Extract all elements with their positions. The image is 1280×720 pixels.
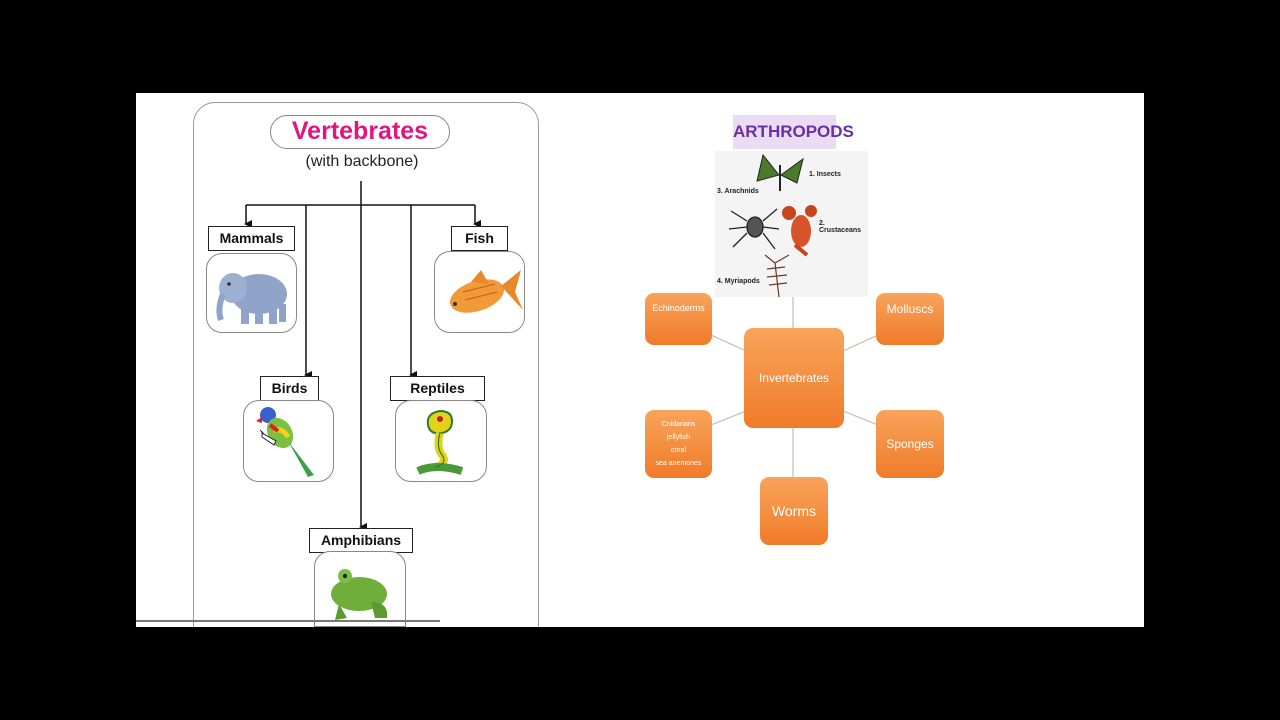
amphibians-label: Amphibians (309, 528, 413, 553)
invertebrates-center-node: Invertebrates (744, 328, 844, 428)
cnidarians-line-2: jellyfish (667, 434, 690, 441)
echinoderms-node: Echinoderms (645, 293, 712, 345)
crustaceans-caption: 2. Crustaceans (819, 220, 862, 234)
reptiles-label: Reptiles (390, 376, 485, 401)
spider-icon (728, 208, 780, 250)
slide-bottom-line (136, 620, 440, 622)
myriapods-caption: 4. Myriapods (717, 278, 760, 285)
cnidarians-node: Cnidarians jellyfish coral sea anemones (645, 410, 712, 478)
fish-label: Fish (451, 226, 508, 251)
cnidarians-line-4: sea anemones (655, 460, 702, 467)
vertebrates-subtitle: (with backbone) (305, 153, 419, 170)
arachnids-caption: 3. Arachnids (717, 188, 759, 195)
slide: Vertebrates (with backbone) Mammals Fish… (136, 93, 1144, 627)
elephant-image (206, 253, 297, 333)
birds-label: Birds (260, 376, 319, 401)
vertebrates-connectors (244, 181, 879, 531)
vertebrates-title: Vertebrates (270, 115, 450, 149)
butterfly-icon (756, 153, 804, 191)
cnidarians-line-3: coral (670, 447, 687, 454)
centipede-icon (764, 254, 790, 297)
molluscs-node: Molluscs (876, 293, 944, 345)
arthropods-image: 1. Insects 3. Arachnids 2. Crustaceans 4… (715, 151, 868, 297)
frog-image (314, 551, 406, 627)
crayfish-icon (782, 205, 817, 257)
sponges-node: Sponges (876, 410, 944, 478)
mammals-label: Mammals (208, 226, 295, 251)
snake-image (395, 400, 487, 482)
cnidarians-line-1: Cnidarians (661, 421, 696, 428)
fish-image (434, 251, 525, 333)
worms-node: Worms (760, 477, 828, 545)
pencil-cursor-icon (259, 429, 284, 452)
arthropods-title: ARTHROPODS (733, 115, 854, 149)
parrot-image (243, 400, 334, 482)
insects-caption: 1. Insects (809, 171, 841, 178)
